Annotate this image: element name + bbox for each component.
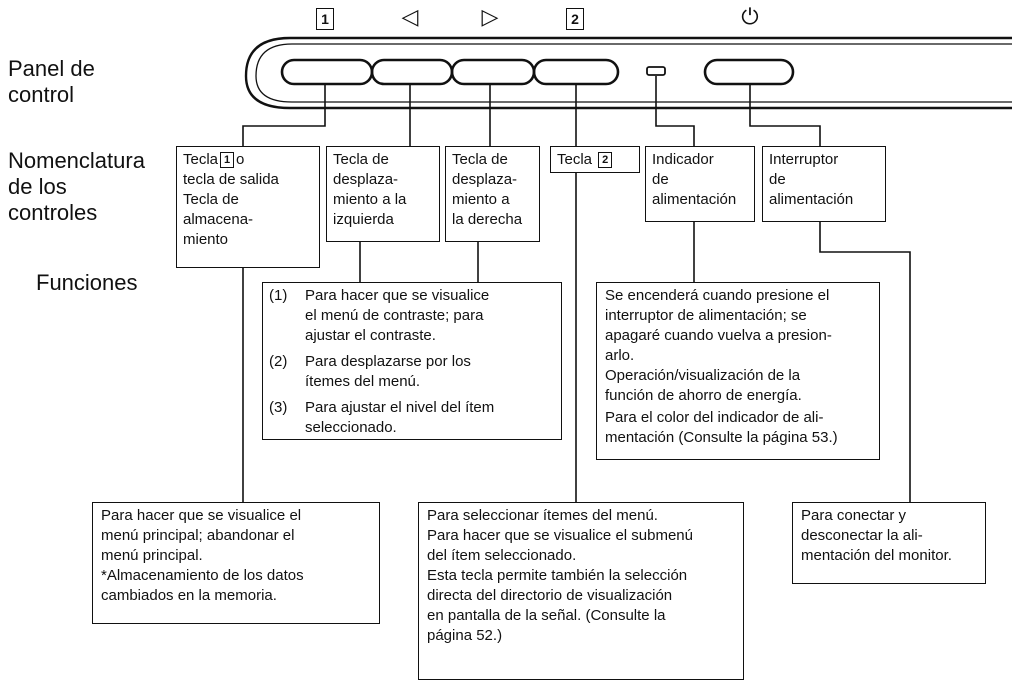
left-key-name-box: Tecla de desplaza- miento a la izquierda xyxy=(326,146,440,242)
key1-name-post: o tecla de salida Tecla de almacena- mie… xyxy=(183,151,279,248)
function-item: (1) Para hacer que se visualice el menú d… xyxy=(269,286,555,346)
switch-name-box: Interruptor de alimentación xyxy=(762,146,886,222)
key1-function-box: Para hacer que se visualice el menú prin… xyxy=(92,502,380,624)
indicator-function-text: Para el color del indicador de ali- ment… xyxy=(605,409,838,446)
indicator-function-text: Operación/visualización de la función de… xyxy=(605,367,802,404)
switch-function-box: Para conectar y desconectar la ali- ment… xyxy=(792,502,986,584)
power-indicator-shape xyxy=(646,66,666,76)
key1-function-text: *Almacenamiento de los datos cambiados e… xyxy=(101,567,304,604)
row-label-nomenclature: Nomenclatura de los controles xyxy=(8,148,145,225)
key2-function-text: Para seleccionar ítemes del menú. xyxy=(427,507,658,524)
right-arrow-icon: ▷ xyxy=(481,4,499,29)
function-item-number: (1) xyxy=(269,287,288,304)
power-icon: ⏻ xyxy=(741,4,759,29)
left-button-shape xyxy=(370,58,454,86)
left-arrow-icon: ◁ xyxy=(401,4,419,29)
panel-outline xyxy=(244,36,1012,110)
key1-symbol: 1 xyxy=(316,8,334,30)
function-item-text: Para ajustar el nivel del ítem seleccion… xyxy=(305,399,495,436)
function-item: (2) Para desplazarse por los ítemes del m… xyxy=(269,352,555,392)
indicator-function-text: Se encenderá cuando presione el interrup… xyxy=(605,287,832,364)
key2-name-box: Tecla 2 xyxy=(550,146,640,173)
power-button-shape xyxy=(703,58,795,86)
function-item-text: Para desplazarse por los ítemes del menú… xyxy=(305,353,471,390)
arrow-keys-function-box: (1) Para hacer que se visualice el menú d… xyxy=(262,282,562,440)
right-key-name-box: Tecla de desplaza- miento a la derecha xyxy=(445,146,540,242)
key2-function-box: Para seleccionar ítemes del menú. Para h… xyxy=(418,502,744,680)
row-label-functions: Funciones xyxy=(36,270,138,295)
right-button-shape xyxy=(450,58,536,86)
key1-name-pre: Tecla xyxy=(183,151,219,168)
key2-function-text: Esta tecla permite también la selección … xyxy=(427,567,688,644)
key2-name-pre: Tecla xyxy=(557,151,593,168)
key2-inline-symbol: 2 xyxy=(598,152,613,168)
function-item: (3) Para ajustar el nivel del ítem selecc… xyxy=(269,398,555,438)
function-item-number: (2) xyxy=(269,353,288,370)
key1-inline-symbol: 1 xyxy=(220,152,235,168)
key2-button-shape xyxy=(532,58,620,86)
indicator-function-box: Se encenderá cuando presione el interrup… xyxy=(596,282,880,460)
row-label-panel: Panel de control xyxy=(8,56,95,107)
function-item-number: (3) xyxy=(269,399,288,416)
key1-button-shape xyxy=(280,58,374,86)
key2-symbol: 2 xyxy=(566,8,584,30)
indicator-name-box: Indicador de alimentación xyxy=(645,146,755,222)
function-item-text: Para hacer que se visualice el menú de c… xyxy=(305,287,490,344)
key1-function-text: Para hacer que se visualice el menú prin… xyxy=(101,507,302,564)
key2-function-text: Para hacer que se visualice el submenú d… xyxy=(427,527,693,564)
